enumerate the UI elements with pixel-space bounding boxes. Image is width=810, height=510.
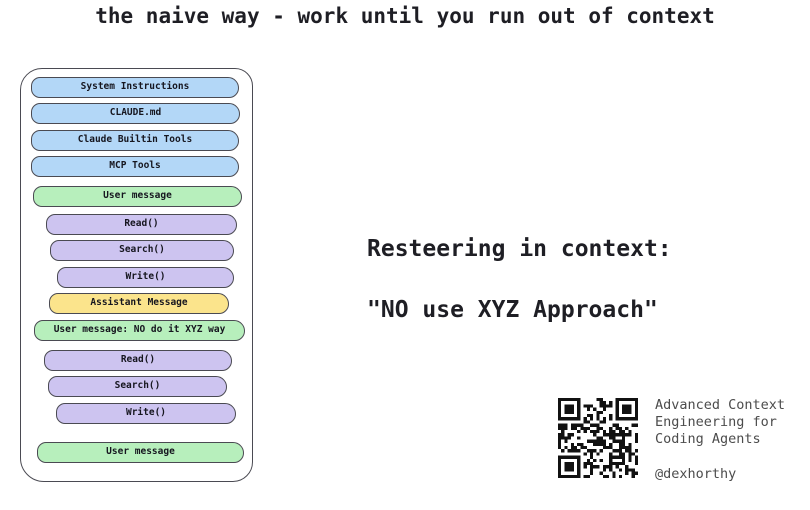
context-block: Read() [44,350,232,371]
caption-line: Coding Agents [655,431,761,447]
context-block-label: User message: NO do it XYZ way [53,324,226,335]
context-block: Claude Builtin Tools [31,130,239,151]
annotation: Resteering in context: "NO use XYZ Appro… [367,236,672,323]
context-block-label: Read() [124,218,159,229]
context-block-label: Read() [120,354,156,365]
context-block: User message: NO do it XYZ way [34,320,245,341]
context-block: System Instructions [31,77,239,98]
context-block: Assistant Message [49,293,229,314]
context-block-label: CLAUDE.md [109,107,162,118]
context-block: MCP Tools [31,156,239,177]
context-block: CLAUDE.md [31,103,240,124]
context-block: Search() [50,240,234,261]
context-block: User message [37,442,244,463]
author-handle: @dexhorthy [655,466,737,482]
context-block: Read() [46,214,237,235]
page-title: the naive way - work until you run out o… [95,4,715,28]
context-block-label: Write() [125,407,167,418]
context-block-label: User message [106,446,175,457]
context-block: User message [33,186,242,207]
caption-line: Advanced Context [655,397,786,413]
context-block-label: Search() [119,244,165,255]
context-block-label: User message [103,190,172,201]
qr-code [558,398,638,478]
context-block-label: MCP Tools [109,160,161,171]
context-block-label: Claude Builtin Tools [77,134,193,145]
context-block-label: Assistant Message [90,297,188,308]
context-block: Search() [48,376,227,397]
context-block: Write() [57,267,234,288]
context-block: Write() [56,403,236,424]
context-block-label: Search() [114,380,161,391]
caption-line: Engineering for [655,414,777,430]
annotation-line-2: "NO use XYZ Approach" [367,297,658,323]
annotation-line-1: Resteering in context: [367,236,672,262]
context-block-label: Write() [125,271,166,282]
context-block-label: System Instructions [80,81,190,92]
footer-caption: Advanced Context Engineering for Coding … [655,397,785,448]
